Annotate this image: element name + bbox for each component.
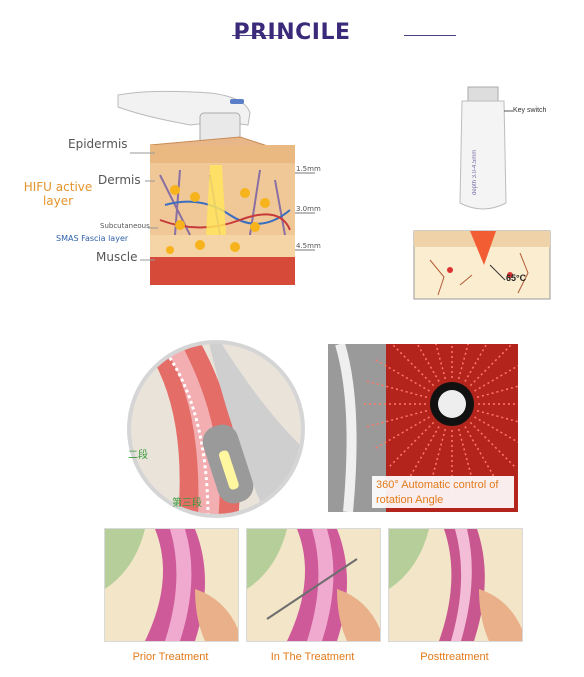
rotation-ray	[373, 358, 430, 392]
rotation-ray	[416, 344, 440, 382]
rotation-illustration	[328, 344, 518, 512]
magnified-tissue-illustration	[127, 340, 305, 518]
label-subcutaneous: Subcutaneous	[100, 222, 150, 230]
title-rule-left	[232, 35, 284, 36]
stage-panel-prior	[104, 528, 239, 642]
rotation-ray	[458, 344, 469, 380]
section-label-2: 二段	[128, 450, 148, 461]
cartridge-illustration	[413, 86, 551, 300]
rotation-ray	[476, 385, 518, 398]
label-epidermis: Epidermis	[68, 137, 128, 151]
rotation-ray	[464, 344, 488, 382]
page-title: PRINCILE	[233, 20, 351, 45]
rotation-ray	[373, 416, 430, 450]
stage-prior-illustration	[105, 529, 238, 641]
skin-block-illustration	[117, 90, 315, 285]
stage-caption-post: Posttreatment	[420, 651, 489, 663]
key-switch-label: Key switch	[513, 107, 547, 114]
stage-caption-prior: Prior Treatment	[132, 651, 209, 663]
label-hifu-active-layer: HIFU active layer	[23, 180, 93, 208]
section-label-3: 第三段	[172, 498, 202, 509]
rotation-ray	[427, 428, 446, 492]
cartridge-spec-label: depth 3.0-4.5mm	[472, 149, 478, 195]
label-muscle: Muscle	[96, 250, 138, 264]
title-rule-right	[404, 35, 456, 36]
rotation-ray	[458, 428, 477, 492]
rotation-ray	[476, 410, 518, 423]
stage-caption-in: In The Treatment	[270, 651, 355, 663]
magnified-view: 二段 第三段	[118, 338, 314, 520]
depth-label-3: 4.5mm	[296, 242, 321, 250]
temperature-label: 65°C	[506, 273, 527, 283]
cartridge-diagram: Key switch depth 3.0-4.5mm 65°C	[410, 85, 555, 300]
rotation-ray	[435, 344, 446, 380]
depth-label-2: 3.0mm	[296, 205, 321, 213]
stage-post-illustration	[389, 529, 522, 641]
caption-box	[372, 476, 514, 508]
rotation-caption: 360° Automatic control of rotation Angle	[376, 479, 499, 506]
title-bar: PRINCILE	[0, 8, 584, 48]
label-dermis: Dermis	[98, 173, 141, 187]
skin-layer-diagram: Epidermis Dermis HIFU active layer Subcu…	[24, 85, 330, 300]
rotation-panel: 360° Automatic control of rotation Angle	[328, 344, 518, 512]
depth-label-1: 1.5mm	[296, 165, 321, 173]
stage-in-illustration	[247, 529, 380, 641]
stage-panel-in	[246, 528, 381, 642]
stage-panel-post	[388, 528, 523, 642]
label-smas: SMAS Fascia layer	[56, 234, 129, 243]
